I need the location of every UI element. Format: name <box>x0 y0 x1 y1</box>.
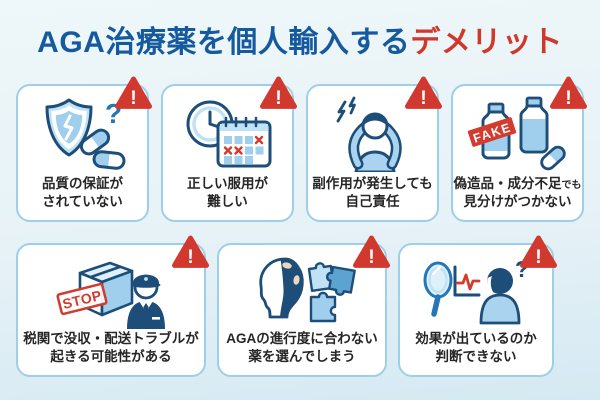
broken-shield-pills-icon: ? <box>31 86 135 175</box>
exclamation-mark: ! <box>368 246 375 268</box>
card-customs: ! STOP <box>16 235 209 377</box>
fake-bottles-icon: FAKE <box>466 86 570 175</box>
customs-box-officer-icon: STOP <box>41 245 181 330</box>
card-counterfeit: ! <box>451 76 587 222</box>
warning-triangle-icon: ! <box>260 76 297 110</box>
card-caption: 効果が出ているのか 判断できない <box>415 330 537 364</box>
card-row-top: ! ? <box>16 76 587 222</box>
exclamation-mark: ! <box>275 87 282 109</box>
head-puzzle-icon <box>239 245 365 330</box>
warning-triangle-icon: ! <box>405 76 442 110</box>
title-accent: デメリット <box>410 26 563 59</box>
card-side-effects: ! 副作用が発生しても 自己責任 <box>306 76 442 222</box>
card-dosage: ! <box>161 76 297 222</box>
warning-triangle-icon: ! <box>550 76 587 110</box>
warning-triangle-icon: ! <box>353 235 390 269</box>
exclamation-mark: ! <box>565 87 572 109</box>
card-wrong-medicine: ! <box>217 235 390 377</box>
card-caption: AGAの進行度に合わない 薬を選んでしまう <box>226 330 378 364</box>
exclamation-mark: ! <box>420 87 427 109</box>
page-title: AGA治療薬を個人輸入するデメリット <box>0 0 600 78</box>
clock-calendar-icon <box>176 86 280 175</box>
card-caption: 偽造品・成分不足でも 見分けがつかない <box>453 175 582 209</box>
mirror-check-person-icon: ? <box>416 245 536 330</box>
warning-triangle-icon: ! <box>115 76 152 110</box>
card-caption: 品質の保証が されていない <box>42 175 123 209</box>
warning-triangle-icon: ! <box>520 235 557 269</box>
card-caption: 副作用が発生しても 自己責任 <box>312 175 433 209</box>
headache-person-icon <box>321 86 425 175</box>
card-caption: 正しい服用が 難しい <box>187 175 268 209</box>
warning-triangle-icon: ! <box>172 235 209 269</box>
exclamation-mark: ! <box>535 246 542 268</box>
card-effect-unknown: ! ? 効果が出ているのか 判断できない <box>398 235 557 377</box>
card-quality: ! ? <box>16 76 152 222</box>
exclamation-mark: ! <box>187 246 194 268</box>
exclamation-mark: ! <box>130 87 137 109</box>
card-row-bottom: ! STOP <box>16 235 557 377</box>
title-main: AGA治療薬を個人輸入する <box>37 26 411 59</box>
card-caption: 税関で没収・配送トラブルが 起きる可能性がある <box>23 330 199 364</box>
